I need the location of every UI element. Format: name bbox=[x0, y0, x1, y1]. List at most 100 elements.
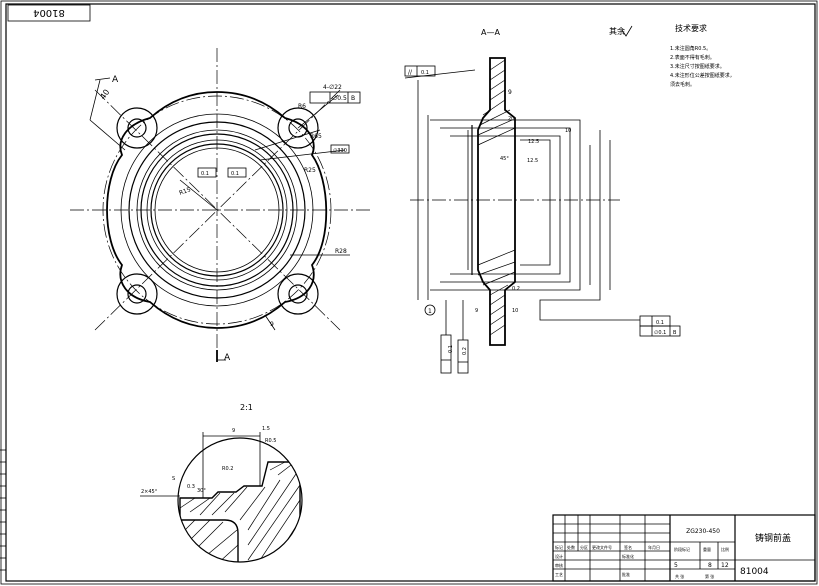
section-hatch-bottom bbox=[477, 249, 516, 336]
lug-bl bbox=[116, 273, 158, 315]
section-hatch-top bbox=[477, 59, 516, 146]
roughness-note: 其余 bbox=[609, 26, 625, 36]
center-tol-b: 0.1 bbox=[231, 171, 239, 177]
tech-note-4: 4.未注形位公差按图纸要求， bbox=[670, 72, 735, 79]
tb-h-std: 标准化 bbox=[622, 553, 634, 559]
dim-02: 0.2 bbox=[512, 286, 520, 292]
tech-note-2: 2.表面不得有毛刺。 bbox=[670, 54, 715, 61]
detail-circle bbox=[177, 437, 303, 563]
dim-r6: R6 bbox=[298, 103, 306, 110]
lug-tl bbox=[116, 107, 158, 149]
tb-drawing-no: 81004 bbox=[740, 567, 769, 577]
tb-sheet: 第 张 bbox=[705, 573, 714, 579]
tech-note-5: 须去毛刺。 bbox=[670, 81, 695, 88]
right-tol-frame-2 bbox=[639, 325, 681, 337]
tech-title: 技术要求 bbox=[675, 23, 707, 33]
tb-h-approve: 批准 bbox=[622, 571, 630, 577]
dim-phi330: ∅330 bbox=[333, 148, 347, 154]
section-title: A—A bbox=[481, 28, 500, 37]
detail-dim-s: S bbox=[172, 476, 175, 482]
dim-r28: R28 bbox=[335, 248, 347, 255]
detail-dim-r02: R0.2 bbox=[222, 466, 233, 472]
dim-9b: 9 bbox=[475, 308, 478, 314]
right-tol-frame-1 bbox=[639, 315, 671, 327]
detail-dim-chamfer: 2×45° bbox=[141, 489, 158, 495]
tech-note-1: 1.未注圆角R0.5。 bbox=[670, 45, 711, 52]
roughness-symbol bbox=[621, 25, 633, 37]
tb-material: ZG230-450 bbox=[686, 528, 720, 535]
section-marker-bottom: A bbox=[224, 353, 231, 363]
pos-tol-datum: B bbox=[351, 95, 355, 102]
tb-h-change: 更改文件号 bbox=[592, 544, 612, 550]
title-block: 标记 处数 分区 更改文件号 签名 年月日 设计 标准化 审核 工艺 批准 ZG… bbox=[552, 514, 816, 582]
front-view: 40 A 4-∅22 ∅0.5 B R6 R65 ∅330 R25 R28 R1… bbox=[70, 48, 370, 363]
bolt-hole-bl bbox=[127, 284, 147, 304]
dim-10: 10 bbox=[565, 128, 571, 134]
section-body bbox=[477, 57, 516, 346]
tb-h-design: 设计 bbox=[555, 553, 563, 559]
dim-r25: R25 bbox=[304, 167, 316, 174]
tech-requirements: 其余 技术要求 1.未注圆角R0.5。 2.表面不得有毛刺。 3.未注尺寸按图纸… bbox=[609, 23, 735, 88]
tb-h-ratio: 比例 bbox=[721, 546, 729, 552]
dim-125b: 12.5 bbox=[527, 158, 538, 164]
flatness-symbol: // bbox=[408, 69, 413, 76]
tb-h-count: 处数 bbox=[567, 544, 575, 550]
datum-a-circle bbox=[424, 304, 436, 316]
tb-sheets: 共 张 bbox=[675, 573, 684, 579]
bolt-hole-br bbox=[288, 284, 308, 304]
center-tol-a: 0.1 bbox=[201, 171, 209, 177]
bolt-hole-tl bbox=[127, 118, 147, 138]
dim-r65: R65 bbox=[310, 133, 322, 140]
right-tol-value-1: 0.1 bbox=[656, 320, 664, 326]
right-tol-value-2: ∅0.1 bbox=[654, 330, 666, 336]
tb-h-zone: 分区 bbox=[580, 544, 588, 550]
tb-h-check: 审核 bbox=[555, 562, 563, 568]
dim-holes: 4-∅22 bbox=[323, 84, 342, 91]
tb-h-weight: 重量 bbox=[703, 546, 711, 552]
detail-dim-15: 1.5 bbox=[262, 426, 270, 432]
lower-tol-b: 0.2 bbox=[462, 347, 468, 355]
tb-h-sign: 签名 bbox=[624, 544, 632, 550]
tb-h-mark: 标记 bbox=[555, 544, 563, 550]
number-stamp: 81004 bbox=[7, 4, 91, 22]
dim-125: 12.5 bbox=[528, 139, 539, 145]
pos-tolerance-frame bbox=[309, 91, 361, 104]
flange-outline bbox=[106, 91, 328, 329]
section-view: A—A bbox=[404, 28, 681, 374]
dim-10b: 10 bbox=[512, 308, 518, 314]
detail-dim-30: 30° bbox=[197, 488, 206, 494]
tech-note-3: 3.未注尺寸按图纸要求。 bbox=[670, 63, 725, 70]
section-marker-top: A bbox=[112, 75, 119, 85]
number-stamp-text: 81004 bbox=[33, 7, 65, 18]
dim-45: 45° bbox=[500, 156, 509, 162]
tb-h-stage: 阶段标记 bbox=[674, 546, 690, 552]
detail-dim-03: 0.3 bbox=[187, 484, 195, 490]
tb-h-date: 年月日 bbox=[648, 544, 660, 550]
drawing-frame bbox=[5, 3, 816, 582]
lug-tr bbox=[277, 107, 319, 149]
dim-9-front: 9 bbox=[270, 321, 274, 328]
detail-dim-r05: R0.5 bbox=[265, 438, 276, 444]
dim-20: 20 bbox=[508, 116, 514, 122]
flatness-frame bbox=[404, 65, 436, 77]
lower-tol-a: 0.1 bbox=[448, 345, 454, 353]
dim-9: 9 bbox=[508, 89, 512, 96]
tb-part-name: 铸钢前盖 bbox=[755, 532, 791, 544]
left-margin-ticks bbox=[0, 449, 6, 571]
flatness-value: 0.1 bbox=[421, 70, 429, 76]
detail-dim-9: 9 bbox=[232, 428, 235, 434]
dim-40: 40 bbox=[98, 88, 111, 102]
tb-scale-a: 5 bbox=[674, 562, 678, 569]
detail-view: 2:1 bbox=[140, 403, 303, 563]
lug-br bbox=[277, 273, 319, 315]
tb-scale-b: 8 bbox=[708, 562, 712, 569]
detail-scale: 2:1 bbox=[240, 403, 253, 412]
right-tol-datum: B bbox=[673, 330, 677, 336]
datum-a-num: 1 bbox=[428, 308, 432, 315]
tb-h-proc: 工艺 bbox=[555, 572, 563, 577]
pos-tol-value: ∅0.5 bbox=[332, 95, 347, 102]
dim-r15: R15 bbox=[178, 186, 192, 197]
tb-scale-c: 12 bbox=[721, 562, 729, 569]
